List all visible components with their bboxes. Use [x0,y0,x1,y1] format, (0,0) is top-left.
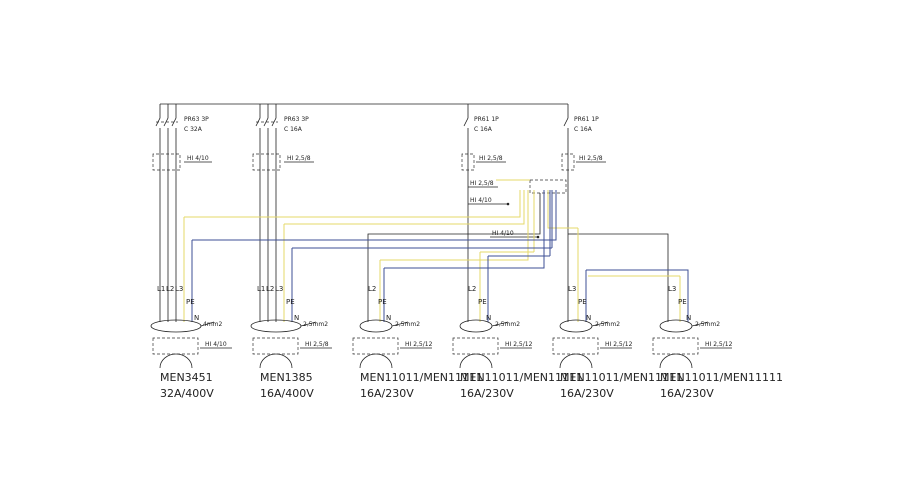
outlet-4-n-label: N [486,314,491,322]
neutral-conductors [191,190,689,322]
junction-top-label: HI 2,5/8 [470,180,494,187]
outlet-1-n-label: N [194,314,199,322]
outlet-2-l2-label: L2 [266,285,274,293]
outlet-3-name: MEN11011/MEN11111 [360,371,483,384]
breaker-2: PR63 3P C 16A [255,112,309,136]
outlet-4-rating: 16A/230V [460,387,514,400]
breaker-4-rating: C 16A [574,126,593,133]
outlet-3-n-label: N [386,314,391,322]
supply-bus [159,103,569,112]
outlet-5-pe-label: PE [578,298,587,306]
breaker-2-type: PR63 3P [284,116,309,123]
breaker-1-type: PR63 3P [184,116,209,123]
outlet-5-phase-label: L3 [568,285,576,293]
outlet-5-name: MEN11011/MEN11111 [560,371,683,384]
breaker-2-rating: C 16A [284,126,303,133]
junction-mid-label: HI 4/10 [470,197,492,204]
outlet-6-rating: 16A/230V [660,387,714,400]
breaker-4: PR61 1P C 16A [563,112,599,136]
outlet-6-phase-label: L3 [668,285,676,293]
section-boxes: HI 4/10 HI 2,5/8 HI 2,5/8 HI 2,5/8 HI 2,… [152,153,606,239]
outlet-5-rating: 16A/230V [560,387,614,400]
outlet-3-cable: 2,5mm2 [395,321,420,328]
outlet-2-cable: 2,5mm2 [303,321,328,328]
outlet-1-name: MEN3451 [160,371,213,384]
section-1-label: HI 4/10 [187,155,209,162]
outlet-6-pe-label: PE [678,298,687,306]
phase-conductors [159,136,669,322]
outlet-2-l1-label: L1 [257,285,265,293]
outlet-6-cable: 2,5mm2 [695,321,720,328]
outlet-1: L1 L2 L3 PE N 4mm2 HI 4/10 MEN3451 32A/4… [150,285,232,400]
outlet-3-phase-label: L2 [368,285,376,293]
outlet-1-pe-label: PE [186,298,195,306]
breaker-1: PR63 3P C 32A [155,112,209,136]
outlet-1-rating: 32A/400V [160,387,214,400]
outlet-1-l1-label: L1 [157,285,165,293]
outlet-5-section: HI 2,5/12 [605,341,633,348]
section-3-label: HI 2,5/8 [479,155,503,162]
section-4-label: HI 2,5/8 [579,155,603,162]
outlet-1-l2-label: L2 [166,285,174,293]
breaker-3-rating: C 16A [474,126,493,133]
outlet-6-n-label: N [686,314,691,322]
outlet-4-pe-label: PE [478,298,487,306]
outlet-6-name: MEN11011/MEN11111 [660,371,783,384]
outlet-4-phase-label: L2 [468,285,476,293]
breaker-4-type: PR61 1P [574,116,599,123]
outlet-2-section: HI 2,5/8 [305,341,329,348]
outlet-6-section: HI 2,5/12 [705,341,733,348]
outlet-1-l3-label: L3 [175,285,183,293]
junction-low-label: HI 4/10 [492,230,514,237]
outlet-4: L2 PE N 2,5mm2 HI 2,5/12 MEN11011/MEN111… [452,285,583,400]
outlet-4-cable: 2,5mm2 [495,321,520,328]
outlet-5: L3 PE N 2,5mm2 HI 2,5/12 MEN11011/MEN111… [552,285,683,400]
outlet-2-l3-label: L3 [275,285,283,293]
breaker-1-rating: C 32A [184,126,203,133]
outlet-5-cable: 2,5mm2 [595,321,620,328]
outlet-1-section: HI 4/10 [205,341,227,348]
outlet-3-rating: 16A/230V [360,387,414,400]
outlet-2-rating: 16A/400V [260,387,314,400]
outlet-2-n-label: N [294,314,299,322]
breaker-3: PR61 1P C 16A [463,112,499,136]
breaker-3-type: PR61 1P [474,116,499,123]
outlet-2: L1 L2 L3 PE N 2,5mm2 HI 2,5/8 MEN1385 16… [250,285,332,400]
outlet-2-name: MEN1385 [260,371,313,384]
outlet-3-pe-label: PE [378,298,387,306]
section-2-label: HI 2,5/8 [287,155,311,162]
outlet-2-pe-label: PE [286,298,295,306]
outlet-4-section: HI 2,5/12 [505,341,533,348]
outlet-4-name: MEN11011/MEN11111 [460,371,583,384]
pe-conductors [183,179,681,322]
outlet-3-section: HI 2,5/12 [405,341,433,348]
outlet-1-cable: 4mm2 [203,321,223,328]
outlet-6: L3 PE N 2,5mm2 HI 2,5/12 MEN11011/MEN111… [652,285,783,400]
outlet-3: L2 PE N 2,5mm2 HI 2,5/12 MEN11011/MEN111… [352,285,483,400]
outlet-5-n-label: N [586,314,591,322]
